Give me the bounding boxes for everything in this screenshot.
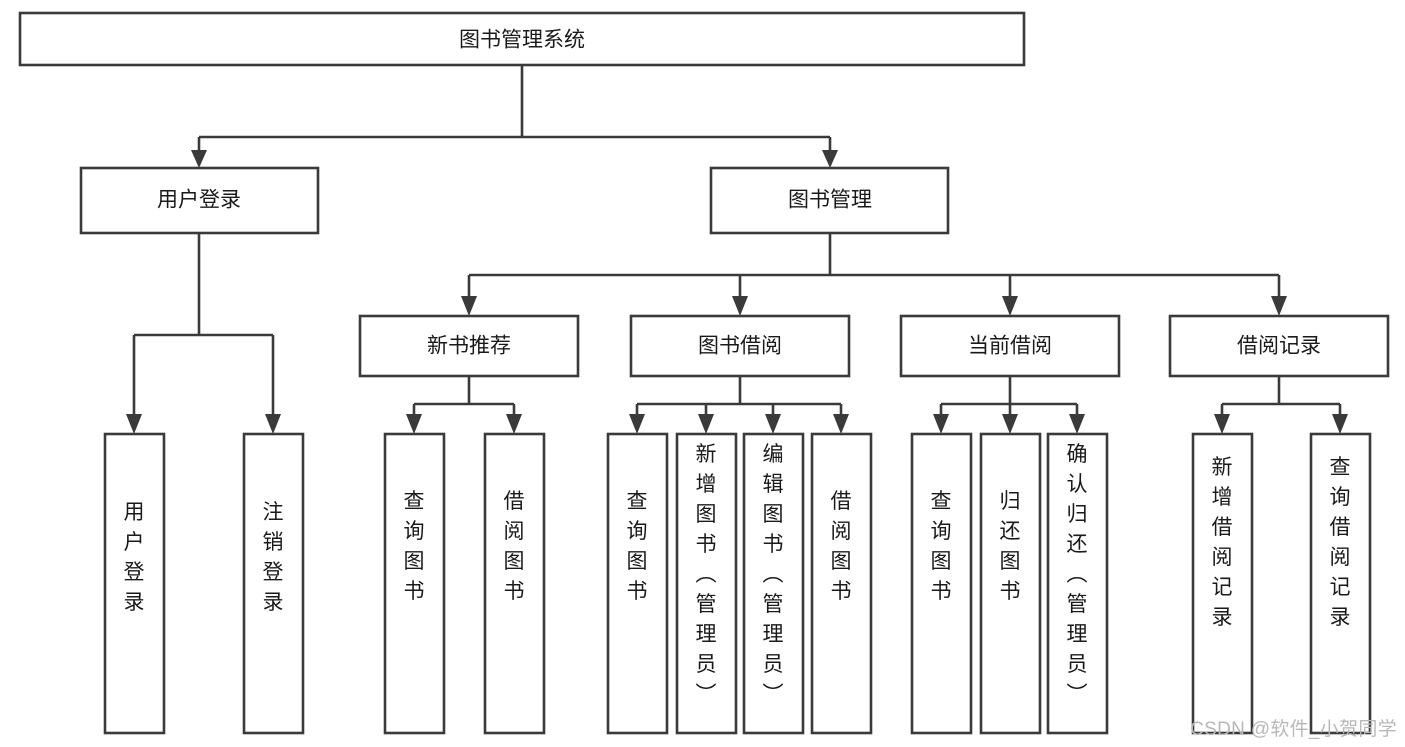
node-root[interactable]: 图书管理系统	[18, 11, 1026, 67]
arrow-head-userlogin	[191, 150, 207, 168]
connector-layer	[126, 65, 1348, 434]
node-new-book-recommend[interactable]: 新书推荐	[358, 314, 580, 378]
leaf-user-login-1-label: 用户登录	[124, 501, 145, 614]
arrow-head-newbook-leaf-1	[406, 414, 422, 434]
node-current-borrow[interactable]: 当前借阅	[899, 314, 1121, 378]
leaf-book-borrow-1[interactable]: 查询图书	[606, 432, 669, 735]
node-book-borrow[interactable]: 图书借阅	[629, 314, 851, 378]
leaf-borrow-record-1-label: 新增借阅记录	[1212, 456, 1233, 629]
arrow-head-bookborrow-leaf-1	[629, 414, 645, 434]
arrow-head-bookmgmt	[822, 150, 838, 168]
leaf-book-borrow-4[interactable]: 借阅图书	[810, 432, 873, 735]
leaf-borrow-record-2[interactable]: 查询借阅记录	[1309, 432, 1372, 735]
node-user-login-box[interactable]	[79, 166, 320, 235]
leaf-new-book-2-box[interactable]	[483, 432, 546, 735]
leaf-new-book-2-label: 借阅图书	[504, 490, 525, 603]
arrow-head-borrowrecord	[1271, 296, 1287, 316]
arrow-head-currentborrow-leaf-2	[1002, 414, 1018, 434]
leaf-book-borrow-1-label: 查询图书	[627, 490, 648, 603]
leaf-book-borrow-4-label: 借阅图书	[831, 490, 852, 603]
leaf-user-login-2-label: 注销登录	[263, 501, 284, 614]
arrow-head-currentborrow	[1002, 296, 1018, 316]
node-new-book-recommend-box[interactable]	[358, 314, 580, 378]
arrow-head-bookborrow-leaf-3	[765, 414, 781, 434]
leaf-current-borrow-1-box[interactable]	[910, 432, 973, 735]
leaf-borrow-record-1[interactable]: 新增借阅记录	[1191, 432, 1254, 735]
leaf-user-login-2-box[interactable]	[242, 432, 305, 735]
leaf-book-borrow-2-box[interactable]	[675, 432, 738, 735]
leaf-book-borrow-3[interactable]: 编辑图书︵管理员︶	[742, 432, 805, 735]
arrow-head-bookborrow-leaf-4	[833, 414, 849, 434]
leaf-book-borrow-2-label: 新增图书︵管理员︶	[696, 443, 717, 706]
arrow-head-userlogin-leaf-1	[126, 414, 142, 434]
node-root-label: 图书管理系统	[459, 29, 585, 52]
node-borrow-record-label: 借阅记录	[1237, 335, 1321, 358]
leaf-user-login-2[interactable]: 注销登录	[242, 432, 305, 735]
leaf-current-borrow-1[interactable]: 查询图书	[910, 432, 973, 735]
leaf-new-book-2[interactable]: 借阅图书	[483, 432, 546, 735]
node-user-login-label: 用户登录	[157, 189, 241, 212]
node-book-management[interactable]: 图书管理	[709, 166, 950, 235]
arrow-head-currentborrow-leaf-3	[1069, 414, 1085, 434]
arrow-head-bookborrow	[732, 296, 748, 316]
arrow-head-newbook	[461, 296, 477, 316]
leaf-current-borrow-2[interactable]: 归还图书	[979, 432, 1042, 735]
leaf-new-book-1-box[interactable]	[383, 432, 446, 735]
node-current-borrow-box[interactable]	[899, 314, 1121, 378]
node-borrow-record[interactable]: 借阅记录	[1168, 314, 1390, 378]
arrow-head-currentborrow-leaf-1	[933, 414, 949, 434]
leaf-current-borrow-2-label: 归还图书	[1000, 490, 1021, 603]
leaf-current-borrow-3[interactable]: 确认归还︵管理员︶	[1046, 432, 1109, 735]
leaf-user-login-1-box[interactable]	[103, 432, 166, 735]
leaf-book-borrow-1-box[interactable]	[606, 432, 669, 735]
node-book-borrow-label: 图书借阅	[698, 335, 782, 358]
node-borrow-record-box[interactable]	[1168, 314, 1390, 378]
node-root-box[interactable]	[18, 11, 1026, 67]
node-new-book-recommend-label: 新书推荐	[427, 335, 511, 358]
leaf-new-book-1-label: 查询图书	[404, 490, 425, 603]
node-book-management-label: 图书管理	[788, 189, 872, 212]
leaf-borrow-record-2-box[interactable]	[1309, 432, 1372, 735]
leaf-book-borrow-4-box[interactable]	[810, 432, 873, 735]
leaf-current-borrow-3-label: 确认归还︵管理员︶	[1067, 443, 1088, 706]
leaf-book-borrow-3-box[interactable]	[742, 432, 805, 735]
leaf-current-borrow-2-box[interactable]	[979, 432, 1042, 735]
leaf-current-borrow-3-box[interactable]	[1046, 432, 1109, 735]
node-current-borrow-label: 当前借阅	[968, 335, 1052, 358]
leaf-new-book-1[interactable]: 查询图书	[383, 432, 446, 735]
arrow-head-newbook-leaf-2	[506, 414, 522, 434]
node-book-borrow-box[interactable]	[629, 314, 851, 378]
leaf-borrow-record-1-box[interactable]	[1191, 432, 1254, 735]
leaf-current-borrow-1-label: 查询图书	[931, 490, 952, 603]
node-user-login[interactable]: 用户登录	[79, 166, 320, 235]
node-book-management-box[interactable]	[709, 166, 950, 235]
arrow-head-userlogin-leaf-2	[265, 414, 281, 434]
arrow-head-borrowrecord-leaf-1	[1214, 414, 1230, 434]
leaf-user-login-1[interactable]: 用户登录	[103, 432, 166, 735]
arrow-head-bookborrow-leaf-2	[698, 414, 714, 434]
leaf-book-borrow-3-label: 编辑图书︵管理员︶	[763, 443, 784, 706]
leaf-borrow-record-2-label: 查询借阅记录	[1330, 456, 1351, 629]
leaf-book-borrow-2[interactable]: 新增图书︵管理员︶	[675, 432, 738, 735]
watermark: CSDN @软件_小贺同学	[1190, 719, 1397, 740]
arrow-head-borrowrecord-leaf-2	[1332, 414, 1348, 434]
